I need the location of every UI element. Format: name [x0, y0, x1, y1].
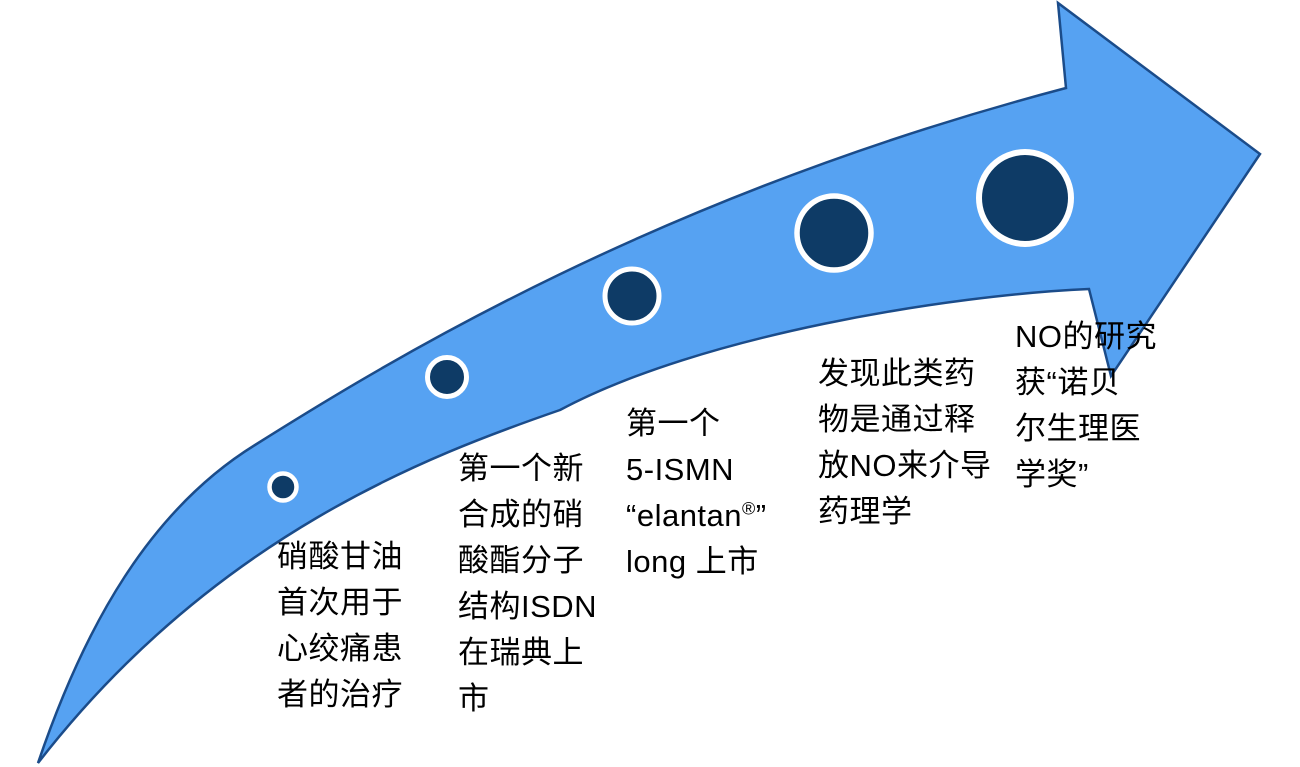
milestone-text-line: 放NO来介导: [818, 448, 992, 483]
brand-text: “elantan: [626, 498, 743, 533]
registered-mark: ®: [742, 498, 756, 519]
milestone-text-line: 5-ISMN: [626, 452, 735, 487]
milestone-3-label: 第一个 5-ISMN “elantan®” long 上市: [626, 401, 767, 585]
milestone-text-line: NO的研究: [1015, 319, 1157, 354]
milestone-text-line: 者的治疗: [277, 677, 403, 712]
milestone-text-line: 第一个: [626, 406, 721, 441]
milestone-2-label: 第一个新 合成的硝 酸酯分子 结构ISDN 在瑞典上 市: [458, 446, 597, 722]
milestone-text-line: 获“诺贝: [1015, 365, 1121, 400]
milestone-text-line: 结构ISDN: [458, 589, 598, 624]
milestone-text-line: 第一个新: [458, 451, 584, 486]
milestone-text-line: 物是通过释: [818, 402, 976, 437]
milestone-text-line: 学奖”: [1015, 457, 1089, 492]
growth-arrow-shape: [36, 0, 1262, 764]
milestone-text-line: 硝酸甘油: [277, 539, 403, 574]
milestone-1-label: 硝酸甘油 首次用于 心绞痛患 者的治疗: [277, 534, 403, 718]
milestone-marker-3: [602, 266, 662, 326]
milestone-text-line: 药理学: [818, 494, 913, 529]
brand-text-close-quote: ”: [755, 498, 767, 533]
milestone-text-line: 发现此类药: [818, 356, 976, 391]
milestone-4-label: 发现此类药 物是通过释 放NO来介导 药理学: [818, 351, 992, 535]
milestone-text-line: 在瑞典上: [458, 635, 584, 670]
milestone-text-line: long 上市: [626, 544, 759, 579]
milestone-text-line: 合成的硝: [458, 497, 584, 532]
milestone-text-line-brand: “elantan®”: [626, 493, 767, 539]
milestone-marker-4: [794, 193, 874, 273]
milestone-text-line: 尔生理医: [1015, 411, 1141, 446]
milestone-marker-5: [976, 149, 1074, 247]
milestone-text-line: 市: [458, 681, 490, 716]
milestone-text-line: 首次用于: [277, 585, 403, 620]
milestone-5-label: NO的研究 获“诺贝 尔生理医 学奖”: [1015, 314, 1157, 498]
milestone-text-line: 酸酯分子: [458, 543, 584, 578]
milestone-text-line: 心绞痛患: [277, 631, 403, 666]
milestone-marker-2: [425, 355, 469, 399]
milestone-marker-1: [267, 471, 299, 503]
